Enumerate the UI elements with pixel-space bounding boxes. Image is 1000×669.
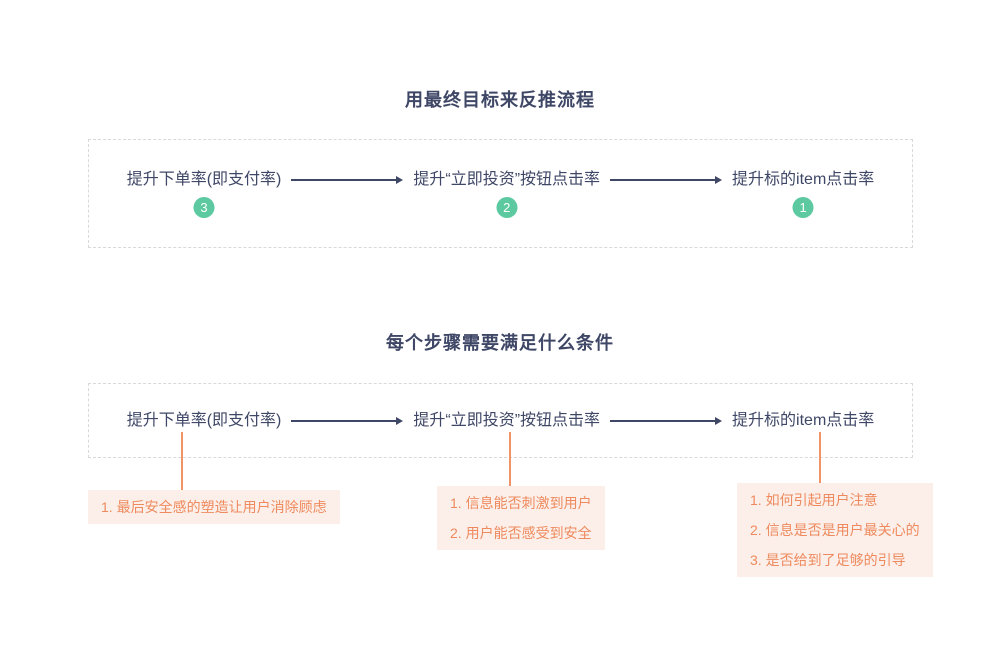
- step-label: 提升“立即投资”按钮点击率: [413, 412, 601, 429]
- section2-title: 每个步骤需要满足什么条件: [386, 333, 614, 353]
- step-label: 提升标的item点击率: [732, 412, 875, 429]
- note-line: 1. 最后安全感的塑造让用户消除顾虑: [101, 499, 327, 515]
- step-order-rate: 提升下单率(即支付率): [127, 410, 282, 432]
- section1-flow-row: 提升下单率(即支付率) 3 提升“立即投资”按钮点击率 2 提升标的item点击…: [89, 169, 912, 218]
- connector-line: [181, 432, 183, 490]
- right-arrow-icon: [291, 417, 404, 425]
- right-arrow-icon: [610, 176, 723, 184]
- step-invest-button-click: 提升“立即投资”按钮点击率 2: [413, 169, 601, 218]
- note-line: 3. 是否给到了足够的引导: [750, 552, 906, 568]
- step-item-click: 提升标的item点击率: [732, 410, 874, 432]
- connector-line: [509, 432, 511, 486]
- step-label: 提升标的item点击率: [732, 171, 875, 188]
- right-arrow-icon: [291, 176, 404, 184]
- step-order-rate: 提升下单率(即支付率) 3: [126, 169, 282, 218]
- step-label: 提升下单率(即支付率): [126, 171, 282, 188]
- step-number-badge: 2: [496, 197, 518, 218]
- step-invest-button-click: 提升“立即投资”按钮点击率: [413, 410, 600, 432]
- step-label: 提升下单率(即支付率): [126, 412, 282, 429]
- section1-panel: 提升下单率(即支付率) 3 提升“立即投资”按钮点击率 2 提升标的item点击…: [88, 139, 913, 248]
- note-box-invest-button: 1. 信息能否刺激到用户 2. 用户能否感受到安全: [437, 486, 605, 550]
- step-label: 提升“立即投资”按钮点击率: [413, 171, 601, 188]
- note-box-item-click: 1. 如何引起用户注意 2. 信息是否是用户最关心的 3. 是否给到了足够的引导: [737, 483, 933, 577]
- step-number-badge: 1: [792, 197, 814, 218]
- step-item-click: 提升标的item点击率 1: [732, 169, 875, 218]
- section1-title: 用最终目标来反推流程: [405, 90, 595, 110]
- note-line: 2. 用户能否感受到安全: [450, 525, 592, 541]
- connector-line: [819, 432, 821, 483]
- step-number-badge: 3: [193, 197, 215, 218]
- section2-flow-row: 提升下单率(即支付率) 提升“立即投资”按钮点击率 提升标的item点击率: [89, 410, 912, 432]
- note-line: 1. 如何引起用户注意: [750, 492, 878, 508]
- note-line: 1. 信息能否刺激到用户: [450, 495, 592, 511]
- right-arrow-icon: [610, 417, 723, 425]
- note-line: 2. 信息是否是用户最关心的: [750, 522, 920, 538]
- section2-panel: 提升下单率(即支付率) 提升“立即投资”按钮点击率 提升标的item点击率: [88, 383, 913, 458]
- note-box-order-rate: 1. 最后安全感的塑造让用户消除顾虑: [88, 490, 340, 524]
